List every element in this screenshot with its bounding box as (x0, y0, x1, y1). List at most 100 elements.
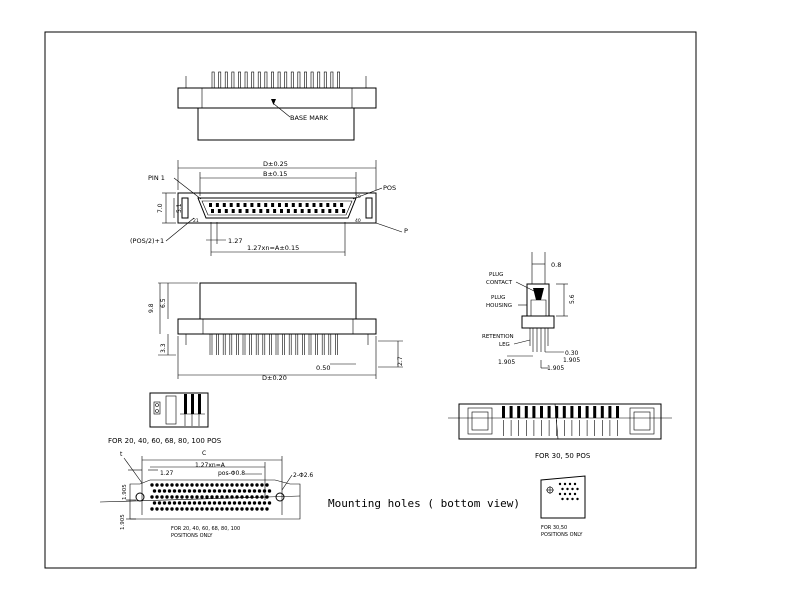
plug-contact-line1: PLUG (489, 272, 503, 278)
pin-num-40: 40 (355, 218, 361, 224)
mount-pin-hole (195, 495, 199, 499)
mount-pin-hole (165, 495, 169, 499)
mount-pin-hole (155, 507, 159, 511)
mount-pin-hole (152, 501, 157, 505)
mount-pin-hole (205, 495, 209, 499)
mount-pin-hole (162, 501, 167, 505)
dim-33-label: 3.3 (160, 343, 167, 353)
mount-pin-hole (192, 489, 197, 493)
mount-pin-hole (225, 507, 229, 511)
front-pin-bottom (307, 209, 311, 213)
mount-pin-hole (217, 489, 222, 493)
mount-pin-hole (252, 489, 257, 493)
mount-pin-hole (195, 483, 199, 487)
mount-pin-hole (245, 483, 249, 487)
dim-1905-a-label: 1.905 (498, 359, 515, 366)
front-view: D±0.25 B±0.15 PIN 1 POS 20 40 21 (POS/2)… (130, 160, 408, 256)
mount-pin-hole (150, 483, 154, 487)
v3050-pin-top (616, 406, 619, 418)
v3050-pin-top (593, 406, 597, 418)
front-view-right-mount (365, 197, 373, 219)
mount-right-pin-hole (558, 492, 562, 496)
mount-pin-hole (205, 507, 209, 511)
mount-pin-hole (242, 501, 247, 505)
mount-pin-hole (220, 495, 224, 499)
dim-51-label: 5.1 (176, 203, 183, 213)
mount-pin-hole (210, 507, 214, 511)
base-mark-triangle (271, 99, 276, 105)
front-pin-top (243, 203, 247, 207)
mount-right-pin-hole (568, 492, 572, 496)
view-30-50-body (458, 403, 662, 440)
mount-pin-hole (207, 489, 212, 493)
top-pin (251, 71, 255, 89)
mount-pin-hole (232, 501, 237, 505)
mount-pin-hole (172, 489, 177, 493)
mount-pin-hole (250, 495, 254, 499)
mount-note-left-1: FOR 20, 40, 60, 68, 80, 100 (171, 526, 240, 532)
v3050-pin-top (509, 406, 513, 418)
mount-pin-hole (267, 489, 272, 493)
mount-pin-hole (237, 489, 242, 493)
mount-dia-label: pos-Φ0.8 (218, 470, 245, 477)
mount-t-label: t (120, 451, 123, 458)
mount-pin-hole (250, 483, 254, 487)
front-pin-bottom (286, 209, 290, 213)
front-pin-top (278, 203, 281, 207)
mount-pin-hole (200, 495, 204, 499)
front-pin-top (236, 203, 240, 207)
mount-pin-hole (230, 507, 234, 511)
mount-pin-hole (210, 495, 214, 499)
mount-pin-hole (247, 489, 252, 493)
mount-pin-hole (262, 501, 267, 505)
dim-030-label: 0.30 (565, 350, 579, 357)
mount-pin-hole (240, 507, 244, 511)
front-pin-bottom (231, 209, 235, 213)
v3050-pin-top (570, 406, 574, 418)
mount-dia2-label: 2-Φ2.6 (293, 472, 313, 479)
front-pin-bottom (273, 209, 277, 213)
mount-right-pin-holes (558, 482, 579, 501)
mount-pin-hole (267, 501, 272, 505)
mount-pin-hole (202, 501, 207, 505)
front-pin-bottom (342, 209, 346, 213)
mount-pin-hole (182, 501, 187, 505)
front-view-d-shell (197, 197, 357, 219)
front-view-pin-rows (209, 203, 346, 213)
drawing-frame (44, 31, 697, 569)
mount-pin-hole (215, 507, 219, 511)
mount-pin-hole (235, 495, 239, 499)
mount-pin-hole (250, 507, 254, 511)
mount-pin-hole (220, 483, 224, 487)
mount-right-pin-hole (571, 497, 574, 501)
mounting-title: Mounting holes ( bottom view) (328, 497, 520, 510)
top-view: BASE MARK (177, 71, 377, 141)
small-detail-box (149, 392, 209, 428)
mount-pin-hole (187, 489, 192, 493)
mount-right-pin-hole (566, 487, 569, 491)
mount-pin-hole (162, 489, 167, 493)
mount-pin-hole (240, 495, 244, 499)
mount-pin-hole (172, 501, 177, 505)
mount-pin-hole (180, 483, 184, 487)
top-pin (330, 71, 334, 89)
mounting-left: t C 1.905 1.27 1.27xn=A pos-Φ0.8 2-Φ2.6 … (99, 450, 313, 539)
mount-pin-hole (195, 507, 199, 511)
detail-view: 0.8 PLUG CONTACT PLUG HOUSING RETENTION … (482, 252, 580, 372)
front-pin-bottom (328, 209, 332, 213)
mount-pin-hole (255, 483, 259, 487)
mount-pin-hole (235, 483, 239, 487)
top-pin (231, 71, 235, 89)
retention-leg-line1: RETENTION (482, 334, 514, 340)
mount-pin-hole (255, 495, 259, 499)
top-pin (323, 71, 327, 89)
mount-1905-side-label: 1.905 (120, 514, 126, 530)
mount-pin-hole (220, 507, 224, 511)
v3050-pin-top (524, 406, 528, 418)
small-pin-detail (149, 392, 209, 428)
top-pin (211, 71, 215, 89)
retention-leg-line2: LEG (499, 342, 510, 348)
mount-pin-hole (237, 501, 242, 505)
dim-7-label: 7.0 (157, 203, 164, 213)
